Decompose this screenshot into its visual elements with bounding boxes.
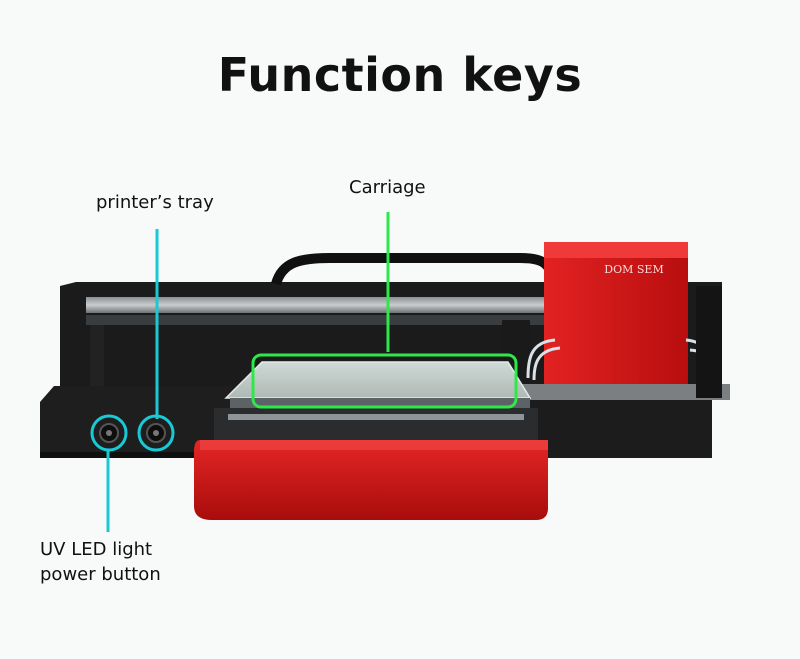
brand-text: DOM SEM bbox=[604, 263, 663, 276]
uv-led-label: UV LED light power button bbox=[40, 537, 161, 587]
carriage-callout-box bbox=[251, 353, 518, 409]
gantry-rail bbox=[86, 297, 556, 313]
page-title: Function keys bbox=[217, 48, 583, 102]
glass-platform bbox=[224, 361, 532, 399]
red-tray bbox=[194, 440, 548, 520]
cable-chain bbox=[271, 253, 557, 286]
carriage-head bbox=[544, 242, 688, 392]
carriage-label: Carriage bbox=[349, 177, 426, 198]
printer-tray-label: printer’s tray bbox=[96, 192, 214, 213]
uv-led-label-line2: power button bbox=[40, 564, 161, 585]
base-cabinet bbox=[40, 386, 236, 458]
tray-callout-ring bbox=[137, 414, 175, 452]
uv-led-label-line1: UV LED light bbox=[40, 539, 153, 560]
